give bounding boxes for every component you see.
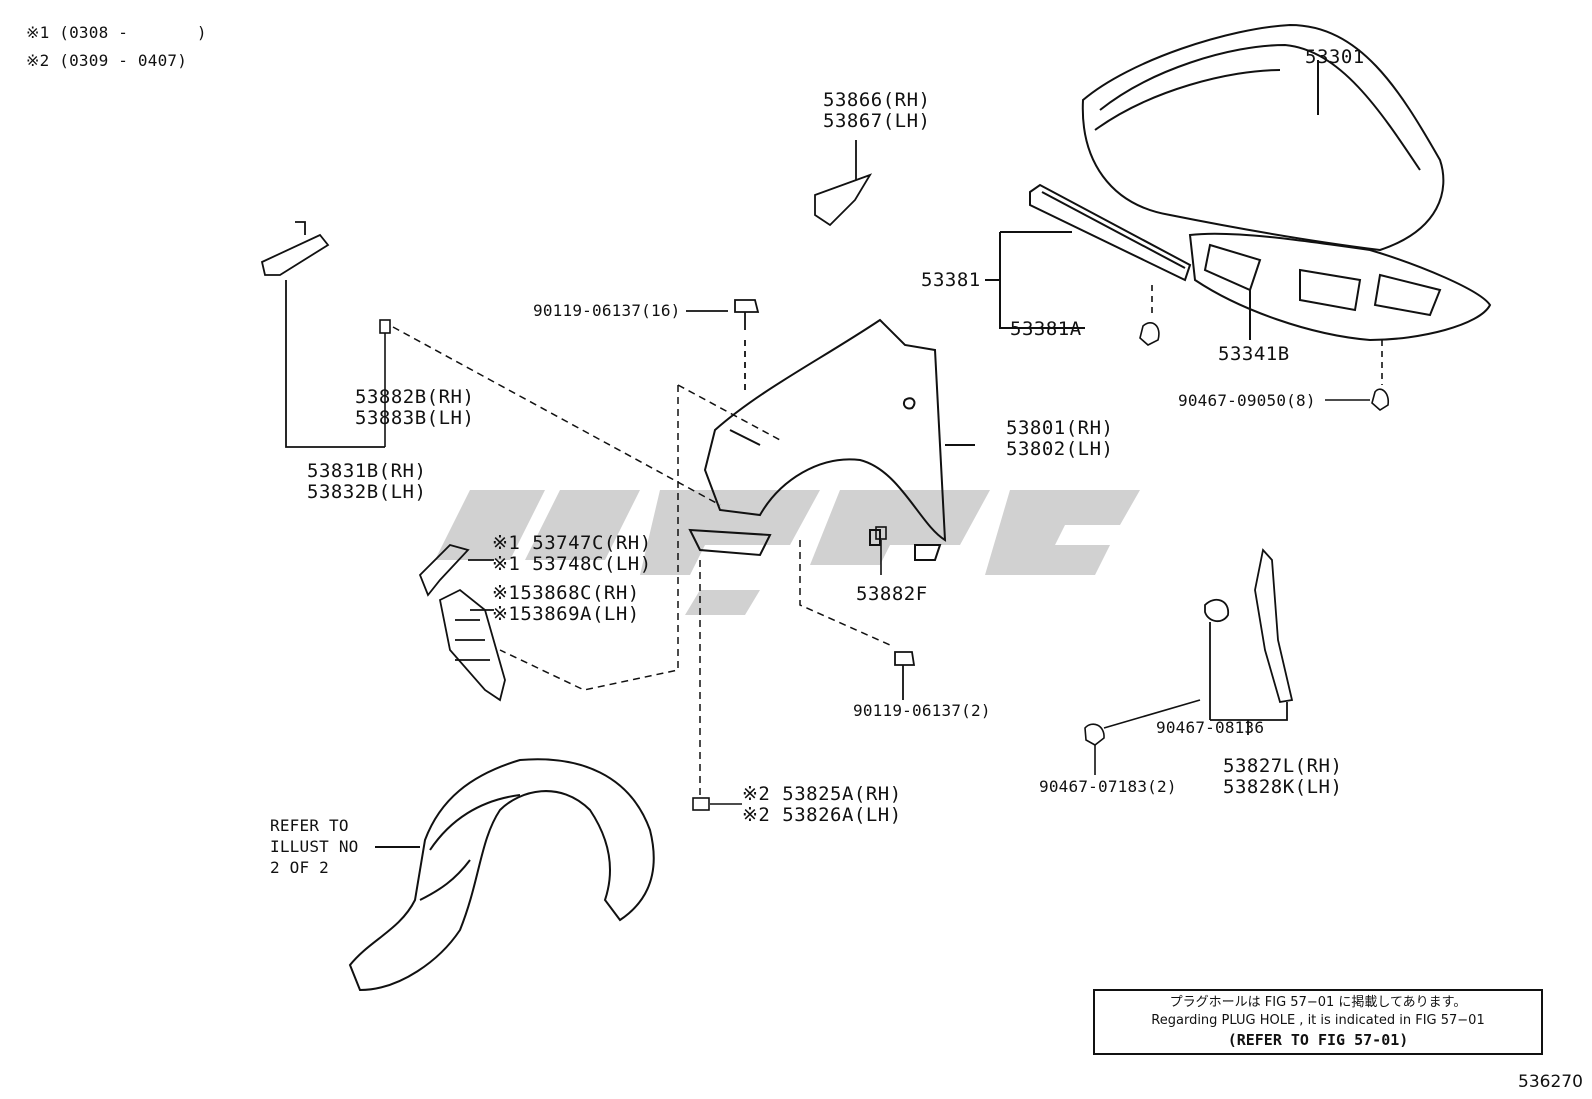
notice-line-en: Regarding PLUG HOLE , it is indicated in… bbox=[1151, 1013, 1485, 1028]
bracket-53747C bbox=[418, 543, 494, 597]
bolt-90119-16 bbox=[686, 299, 760, 395]
clip-90467-07183 bbox=[1084, 699, 1201, 775]
label-53747C: ※1 53747C(RH) ※1 53748C(LH) bbox=[492, 532, 652, 575]
label-90119-06137-16: 90119-06137(16) bbox=[533, 301, 681, 320]
note-1: ※1 (0308 - ) bbox=[26, 23, 207, 42]
hood-53301 bbox=[1081, 23, 1445, 252]
label-53866: 53866(RH) 53867(LH) bbox=[823, 89, 931, 132]
label-53381: 53381 bbox=[921, 269, 981, 291]
watermark-logo bbox=[435, 490, 1140, 615]
plug-hole-notice: プラグホールは FIG 57−01 に掲載してあります。 Regarding P… bbox=[1093, 989, 1543, 1055]
retainer-53882F bbox=[875, 526, 887, 575]
bracket-53831B bbox=[260, 221, 385, 448]
notice-line-jp: プラグホールは FIG 57−01 に掲載してあります。 bbox=[1169, 995, 1467, 1010]
label-53882F: 53882F bbox=[856, 583, 928, 605]
label-53827L: 53827L(RH) 53828K(LH) bbox=[1223, 755, 1343, 798]
clip-53381A bbox=[1139, 285, 1160, 346]
label-53301: 53301 bbox=[1305, 46, 1365, 68]
retainer-53882B bbox=[379, 319, 391, 447]
label-53801: 53801(RH) 53802(LH) bbox=[1006, 417, 1114, 460]
label-90467-07183: 90467-07183(2) bbox=[1039, 777, 1177, 796]
seal-53866 bbox=[814, 140, 873, 227]
notice-refer: (REFER TO FIG 57-01) bbox=[1227, 1031, 1409, 1049]
fender-liner bbox=[348, 758, 655, 992]
dashed-leaders bbox=[392, 326, 891, 795]
refer-illust-note: REFER TO ILLUST NO 2 OF 2 bbox=[270, 816, 359, 877]
clip-90467-09050 bbox=[1325, 340, 1390, 411]
seal-53825A bbox=[692, 797, 742, 811]
label-53341B: 53341B bbox=[1218, 343, 1290, 365]
label-90119-06137-2: 90119-06137(2) bbox=[853, 701, 991, 720]
figure-number: 536270 bbox=[1518, 1072, 1583, 1092]
label-53825A: ※2 53825A(RH) ※2 53826A(LH) bbox=[742, 783, 902, 826]
label-90467-09050: 90467-09050(8) bbox=[1178, 391, 1316, 410]
label-90467-08136: 90467-08136 bbox=[1156, 718, 1265, 737]
note-2: ※2 (0309 - 0407) bbox=[26, 51, 188, 70]
hood-insulator-53341B bbox=[1188, 232, 1492, 342]
label-53882B: 53882B(RH) 53883B(LH) bbox=[355, 386, 475, 429]
bolt-90119-2 bbox=[894, 651, 916, 700]
liner-53827L bbox=[1204, 548, 1294, 735]
spacer-53868C bbox=[438, 588, 506, 702]
label-53381A: 53381A bbox=[1010, 318, 1082, 340]
hood-seal-53381 bbox=[985, 183, 1192, 329]
label-53831B: 53831B(RH) 53832B(LH) bbox=[307, 460, 427, 503]
label-53868C: ※153868C(RH) ※153869A(LH) bbox=[492, 582, 640, 625]
